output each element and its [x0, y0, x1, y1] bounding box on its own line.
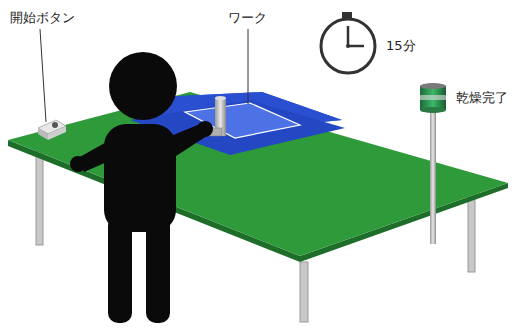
- label-text: ワーク: [228, 10, 267, 26]
- start-button: [38, 120, 66, 140]
- work-piece: [185, 103, 300, 138]
- label-text: 15分: [386, 38, 416, 54]
- label-text: 開始ボタン: [10, 10, 75, 26]
- clock: [321, 12, 375, 73]
- operator: [70, 52, 213, 323]
- signal-tower: [420, 83, 446, 244]
- leader-line: [248, 29, 249, 104]
- leader-line: [40, 29, 46, 122]
- table-top: [8, 92, 508, 256]
- label-text: 乾燥完了: [456, 90, 508, 106]
